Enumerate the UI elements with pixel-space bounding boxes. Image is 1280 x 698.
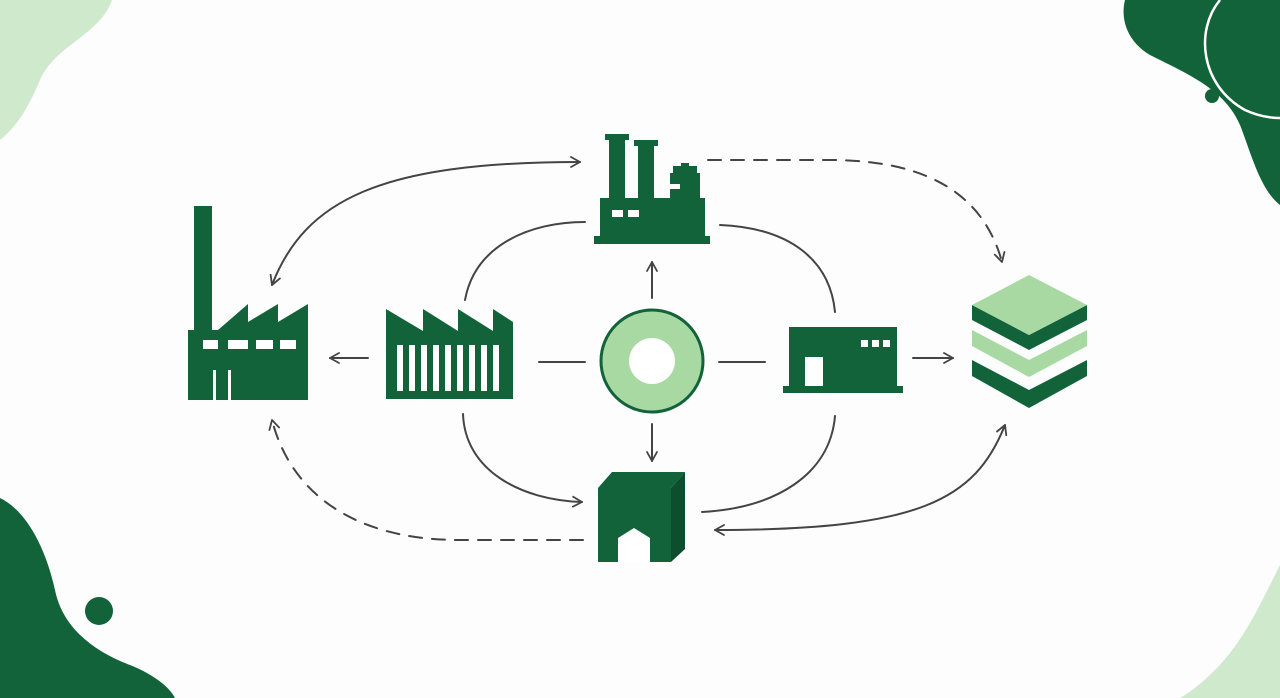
edge-processing-to-power-plant [464, 221, 586, 301]
corner-blob-top-right [1123, 0, 1280, 205]
warehouse-box-icon [598, 472, 685, 562]
edge-material-stack-warehouse [714, 424, 1008, 536]
edge-processing-to-warehouse [462, 413, 583, 508]
edge-facility-to-warehouse [701, 415, 836, 513]
layer-stack-icon [972, 275, 1087, 408]
power-plant-icon [594, 134, 710, 244]
corner-blob-top-left [0, 0, 112, 140]
sawtooth-factory-icon [386, 309, 513, 399]
corner-blob-bottom-right [1180, 565, 1280, 698]
corner-dot-top-right [1205, 89, 1219, 103]
facility-building-icon [783, 327, 903, 393]
factory-chimney-icon [188, 206, 308, 400]
edge-large-factory-power-plant [269, 156, 581, 286]
edge-facility-to-power-plant [719, 224, 836, 313]
edge-power-plant-to-material-stack [707, 159, 1006, 263]
connections [268, 156, 1008, 541]
edge-warehouse-to-large-factory [268, 419, 584, 541]
corner-dot-bottom-left [85, 597, 113, 625]
ring-hub-icon [599, 308, 705, 414]
corner-ring-top-right [1203, 0, 1280, 120]
corner-blob-bottom-left [0, 498, 175, 698]
